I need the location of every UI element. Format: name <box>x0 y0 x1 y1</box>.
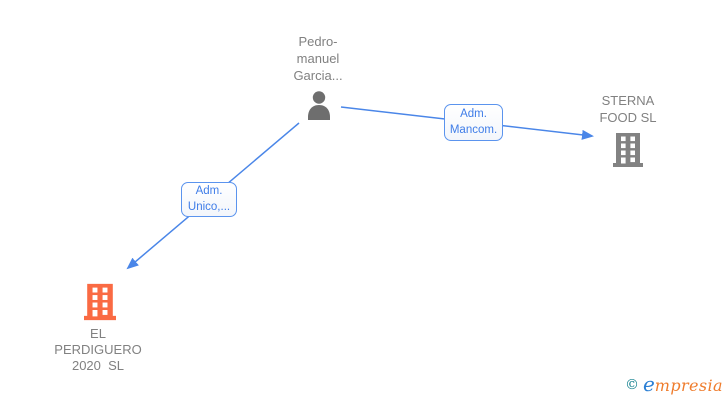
company-node-label-sterna[interactable]: STERNA FOOD SL <box>599 93 657 125</box>
building-icon[interactable] <box>613 133 643 172</box>
edge-label-adm-unico[interactable]: Adm. Unico,... <box>181 182 237 217</box>
logo-brand-initial: e <box>642 372 655 396</box>
company-node-label-perdiguero[interactable]: EL PERDIGUERO 2020 SL <box>54 326 142 373</box>
empresia-logo[interactable]: ©empresia <box>625 372 723 396</box>
edge-label-adm-mancom[interactable]: Adm. Mancom. <box>444 104 503 141</box>
logo-brand-rest: mpresia <box>654 376 723 395</box>
building-icon[interactable] <box>84 283 116 326</box>
copyright-icon: © <box>624 377 639 393</box>
person-node-label[interactable]: Pedro- manuel Garcia... <box>293 34 343 83</box>
person-icon[interactable] <box>303 90 335 125</box>
